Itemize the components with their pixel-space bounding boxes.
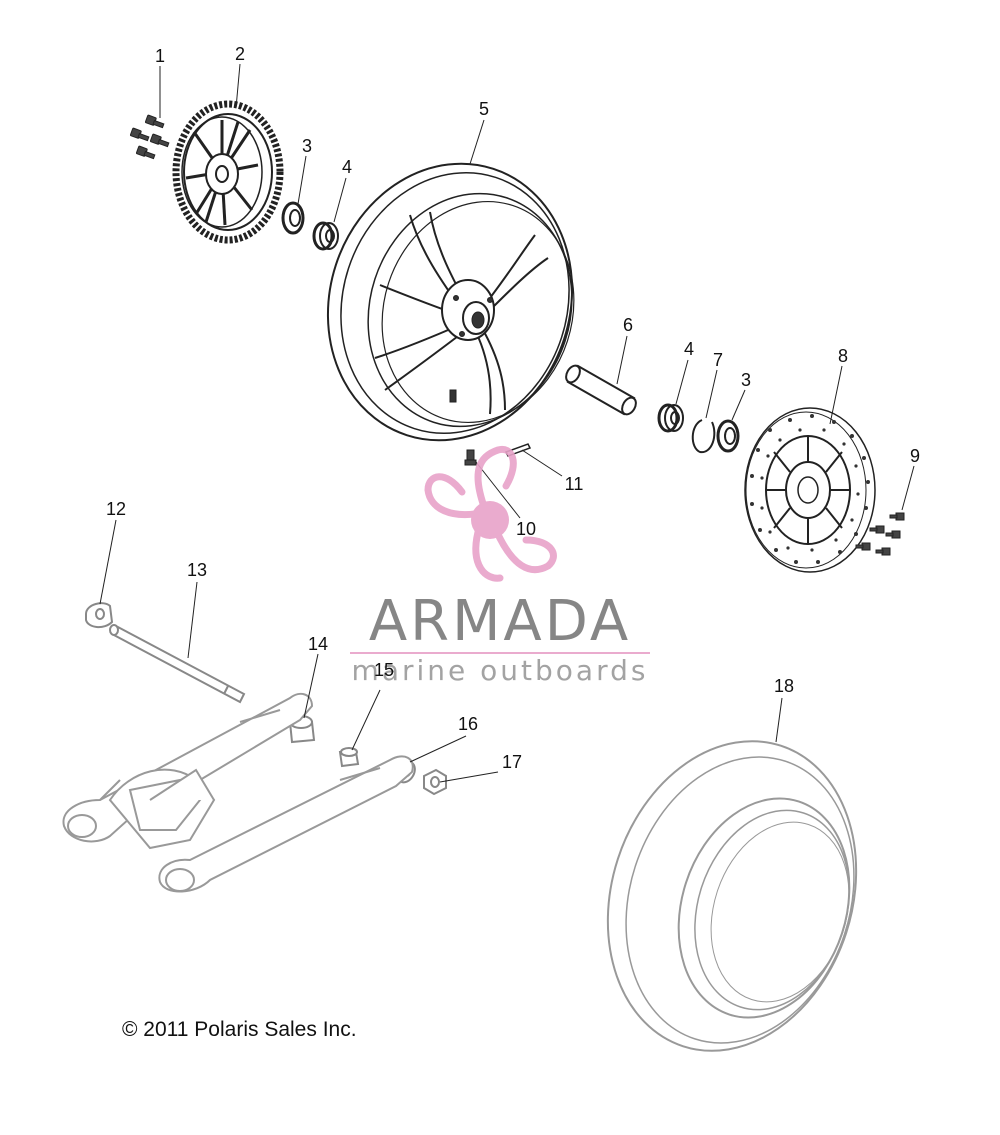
part-18-tire xyxy=(606,740,858,1052)
callout-9: 9 xyxy=(910,446,920,466)
part-13-axle xyxy=(109,624,246,704)
callout-18: 18 xyxy=(774,676,794,696)
callout-15: 15 xyxy=(374,660,394,680)
part-5-wheel xyxy=(326,162,575,442)
callout-13: 13 xyxy=(187,560,207,580)
part-10-valve xyxy=(464,449,477,466)
callout-4-lower: 4 xyxy=(684,339,694,359)
copyright-notice: © 2011 Polaris Sales Inc. xyxy=(122,1018,357,1041)
brand-subtitle: marine outboards xyxy=(352,654,649,687)
part-17-nut xyxy=(423,768,447,796)
callout-4-upper: 4 xyxy=(342,157,352,177)
part-7-circlip xyxy=(691,419,716,454)
callout-11: 11 xyxy=(565,474,584,494)
callout-14: 14 xyxy=(308,634,328,654)
callout-10: 10 xyxy=(516,519,536,539)
swingarm xyxy=(62,692,414,893)
callout-1: 1 xyxy=(155,46,165,66)
callout-8: 8 xyxy=(838,346,848,366)
callout-3-lower: 3 xyxy=(741,370,751,390)
part-9-disc-bolts xyxy=(855,512,905,556)
part-2-sprocket xyxy=(172,100,284,244)
part-12-adjuster-plate xyxy=(85,602,114,628)
part-15-bushing xyxy=(338,747,360,768)
callout-16: 16 xyxy=(458,714,478,734)
part-8-brake-disc xyxy=(744,407,876,573)
part-3-seal-lower xyxy=(716,419,740,453)
callout-6: 6 xyxy=(623,315,633,335)
callout-2: 2 xyxy=(235,44,245,64)
callout-numbers: 1 2 3 4 5 6 4 7 3 8 9 10 11 12 13 14 15 … xyxy=(106,44,920,772)
brand-rule xyxy=(350,652,650,654)
part-6-spacer-tube xyxy=(565,364,637,416)
part-1-bolts xyxy=(129,114,170,160)
propeller-hub-icon xyxy=(471,501,509,539)
part-4-bearing-lower xyxy=(657,403,684,433)
part-3-seal-upper xyxy=(281,201,305,235)
callout-5: 5 xyxy=(479,99,489,119)
propeller-icon xyxy=(424,445,557,582)
callout-3-upper: 3 xyxy=(302,136,312,156)
callout-17: 17 xyxy=(502,752,522,772)
leader-lines xyxy=(99,63,915,783)
part-4-bearing-upper xyxy=(312,221,339,251)
armada-logo: ARMADA marine outboards xyxy=(350,445,650,687)
callout-7: 7 xyxy=(713,350,723,370)
callout-12: 12 xyxy=(106,499,126,519)
brand-title: ARMADA xyxy=(369,589,631,654)
